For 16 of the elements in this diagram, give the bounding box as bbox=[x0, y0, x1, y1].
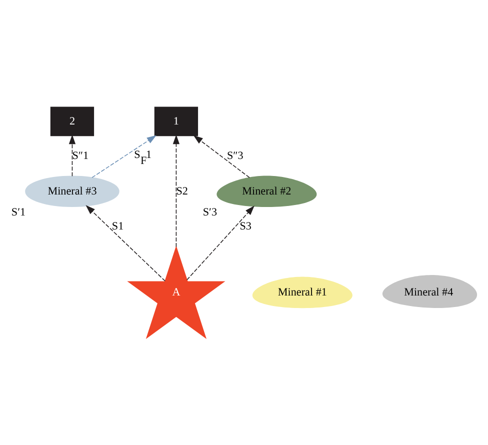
arrow bbox=[172, 134, 180, 248]
node-ellipse: Mineral #3 bbox=[25, 176, 120, 208]
arrow bbox=[68, 134, 76, 176]
edge-label: S2 bbox=[176, 185, 188, 198]
edge-label: S″3 bbox=[227, 150, 244, 162]
node-box: 2 bbox=[50, 106, 94, 136]
edge-label: S1 bbox=[112, 220, 124, 233]
edge-label: S″1 bbox=[72, 150, 89, 162]
arrow bbox=[86, 205, 166, 282]
node-box: 1 bbox=[154, 106, 198, 136]
arrow bbox=[186, 206, 254, 280]
node-label: S′1 bbox=[11, 206, 26, 218]
node-label: S′3 bbox=[202, 206, 218, 218]
arrow bbox=[92, 135, 156, 178]
arrow bbox=[193, 135, 250, 178]
edge-label: S3 bbox=[240, 220, 252, 233]
